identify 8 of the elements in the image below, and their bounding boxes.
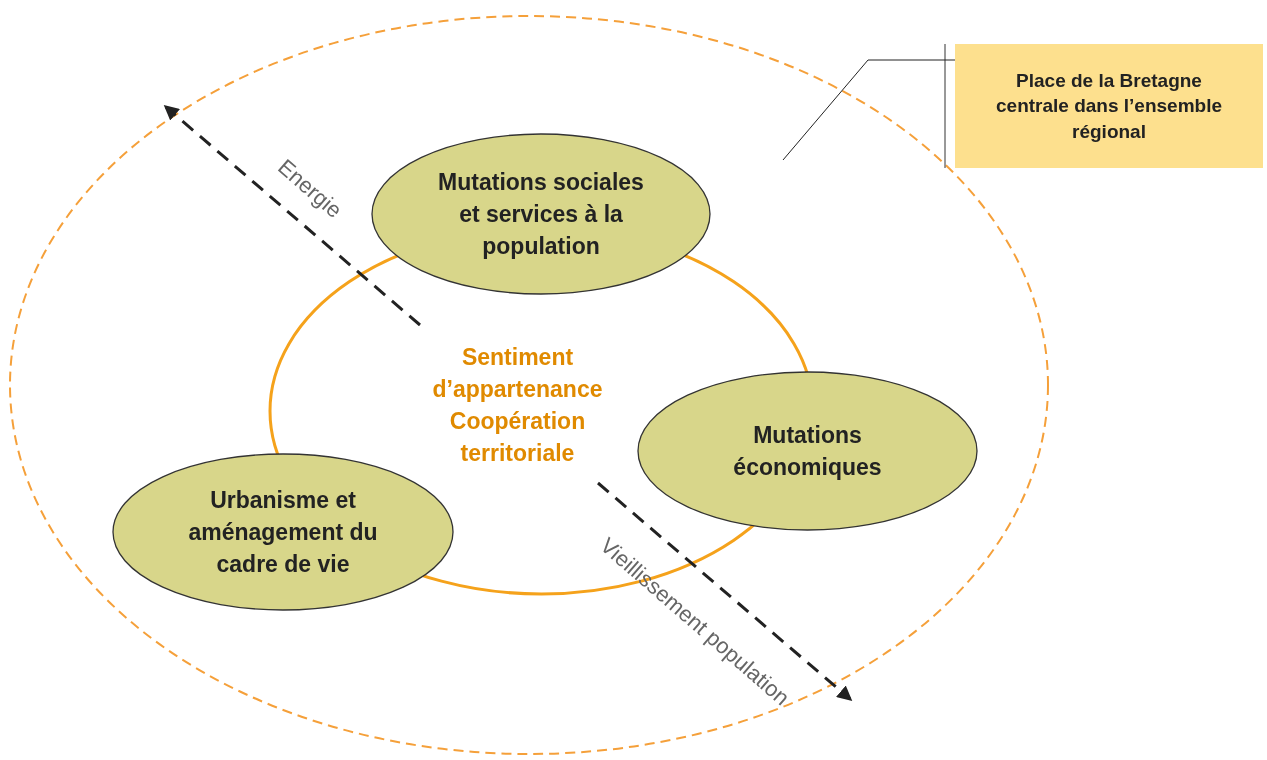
arrow — [163, 105, 421, 327]
arrow — [597, 481, 853, 701]
leader-line — [782, 59, 956, 161]
center-text: Sentiment d’appartenance Coopération territoriale — [431, 342, 604, 469]
ellipse-label: Mutations économiques — [732, 420, 883, 482]
ellipse-label: Urbanisme et aménagement du cadre de vie — [187, 485, 379, 580]
note-box: Place de la Bretagne centrale dans l’ensemble régional — [955, 44, 1263, 168]
ellipse-label: Mutations sociales et services à la population — [437, 167, 645, 262]
